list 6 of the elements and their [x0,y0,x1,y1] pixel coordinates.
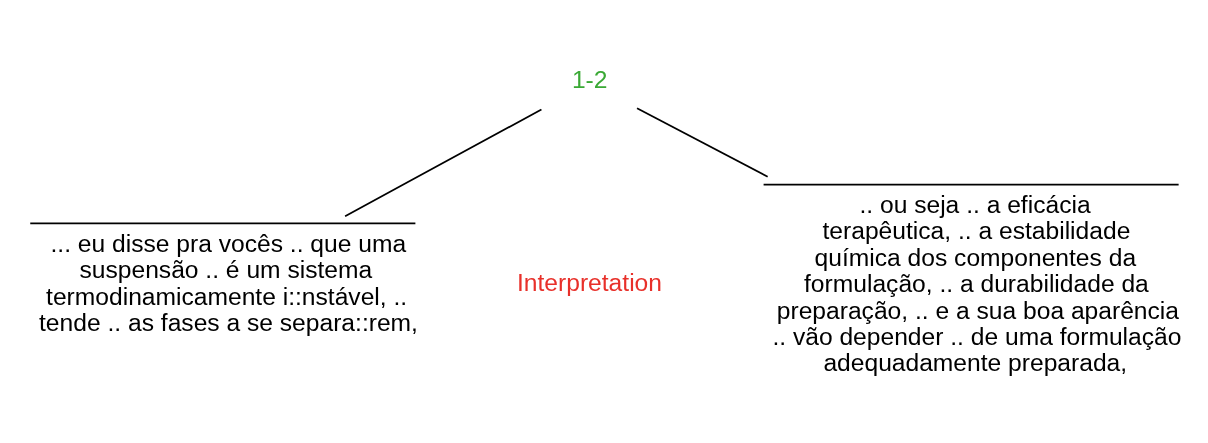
node-text: 1-2 [571,66,608,94]
connector [344,108,543,218]
node-text: ... eu disse pra vocês .. que uma suspensão .. é um sistema termodinamicamente i::nstável, .. tende .. as fases a se separa::rem, [39,229,418,336]
node-text: .. ou seja .. a eficácia terapêutica, .. a estabilidade química dos componentes da formulação, .. a durabilidade da preparação, .. e a sua boa aparência .. vão depender .. de uma formulação adequadamente preparada, [772,191,1182,377]
label: Interpretation [516,269,662,297]
connector [636,107,769,178]
